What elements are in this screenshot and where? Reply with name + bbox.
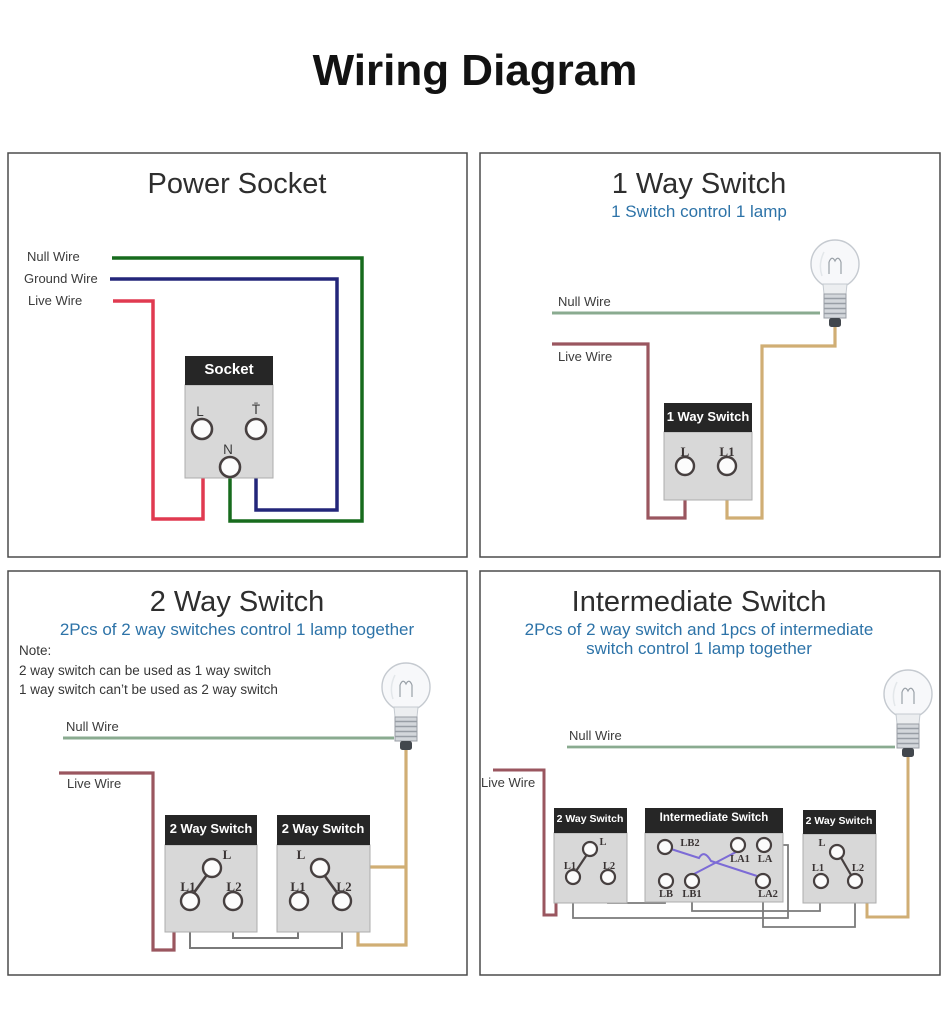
null-wire-label-1way: Null Wire: [558, 294, 611, 309]
live-wire-label-2way: Live Wire: [67, 776, 122, 791]
intermediate-header-label: Intermediate Switch: [659, 812, 769, 824]
live-wire-label-intermediate: Live Wire: [481, 775, 536, 790]
panel-border-1-way-switch: [479, 152, 941, 558]
2way-left-l-label: L: [222, 847, 232, 862]
2way-right-l-label: L: [296, 847, 306, 862]
intermediate-terminal-lb2: [656, 838, 674, 856]
live-wire-path-socket: [113, 299, 205, 521]
2way-right-l2-label: L2: [336, 879, 352, 894]
int-left-header-label: 2 Way Switch: [556, 813, 624, 825]
cross-wire-lb1-la1: [693, 851, 737, 875]
int-left-terminal-l2: [599, 868, 617, 886]
intermediate-terminal-lb: [657, 872, 675, 890]
2way-note-line-2: 1 way switch can’t be used as 2 way swit…: [19, 682, 278, 697]
socket-terminal-n: [218, 455, 242, 479]
intermediate-title: Intermediate Switch: [571, 586, 827, 618]
live-wire-label-socket: Live Wire: [28, 293, 83, 308]
int-right-l-label: L: [818, 838, 826, 849]
intermediate-la2-label: LA2: [758, 889, 778, 900]
null-wire-path-socket: [112, 256, 364, 523]
intermediate-lb1-label: LB1: [682, 889, 702, 900]
1way-header-label: 1 Way Switch: [666, 409, 750, 424]
int-left-l-label: L: [599, 837, 607, 848]
1way-subtitle: 1 Switch control 1 lamp: [611, 202, 787, 221]
null-wire-label-2way: Null Wire: [66, 719, 119, 734]
intermediate-terminal-la2: [754, 872, 772, 890]
int-right-lever: [839, 855, 852, 876]
intermediate-terminal-la: [755, 836, 773, 854]
null-wire-label-intermediate: Null Wire: [569, 728, 622, 743]
int-right-terminal-l1: [812, 872, 830, 890]
2way-subtitle: 2Pcs of 2 way switches control 1 lamp to…: [59, 620, 415, 639]
intermediate-subtitle-1: 2Pcs of 2 way switch and 1pcs of interme…: [524, 620, 874, 639]
panel-border-intermediate-switch: [479, 570, 941, 976]
2way-right-header-label: 2 Way Switch: [281, 821, 365, 836]
cross-wire-lb2-la2: [670, 848, 758, 877]
intermediate-la1-label: LA1: [730, 854, 750, 865]
int-right-l1-label: L1: [811, 863, 825, 874]
int-left-terminal-l: [581, 840, 599, 858]
2way-title: 2 Way Switch: [149, 586, 325, 618]
live-wire-path-1way: [552, 342, 687, 520]
panel-border-2-way-switch: [7, 570, 468, 976]
ground-wire-label-socket: Ground Wire: [24, 271, 98, 286]
strap-wire-la2-l2: [762, 887, 856, 928]
int-right-header-label: 2 Way Switch: [805, 815, 873, 827]
int-right-terminal-l: [828, 843, 846, 861]
2way-right-terminal-l1: [288, 890, 310, 912]
2way-right-l1-label: L1: [290, 879, 306, 894]
socket-terminal-n-label: N: [223, 442, 233, 457]
socket-header-label: Socket: [204, 361, 254, 378]
2way-left-header-label: 2 Way Switch: [169, 821, 253, 836]
lamp-wire-path-1way: [725, 326, 837, 520]
power-socket-title: Power Socket: [147, 168, 327, 200]
1way-title: 1 Way Switch: [611, 168, 787, 200]
int-left-terminal-l1: [564, 868, 582, 886]
int-left-l1-label: L1: [563, 861, 577, 872]
1way-switch-header-bar: [664, 403, 752, 432]
intermediate-lb-label: LB: [658, 889, 674, 900]
intermediate-terminal-la1: [729, 836, 747, 854]
intermediate-lb2-label: LB2: [680, 838, 700, 849]
panel-border-power-socket: [7, 152, 468, 558]
int-left-l2-label: L2: [602, 861, 616, 872]
2way-note-line-1: 2 way switch can be used as 1 way switch: [19, 663, 272, 678]
page-title: Wiring Diagram: [312, 46, 638, 95]
2way-left-header-bar: [165, 815, 257, 845]
1way-terminal-l-label: L: [680, 444, 690, 459]
int-right-header-bar: [803, 810, 876, 834]
ground-wire-path-socket: [110, 277, 339, 512]
socket-terminal-t-label: T̄: [251, 402, 261, 417]
1way-terminal-l1-label: L1: [719, 444, 735, 459]
intermediate-header-bar: [645, 808, 783, 833]
1way-terminal-l: [674, 455, 696, 477]
null-wire-label-socket: Null Wire: [27, 249, 80, 264]
int-right-l2-label: L2: [851, 863, 865, 874]
2way-left-terminal-l2: [222, 890, 244, 912]
intermediate-subtitle-2: switch control 1 lamp together: [586, 639, 812, 658]
2way-right-terminal-l2: [331, 890, 353, 912]
2way-right-terminal-l: [309, 857, 331, 879]
2way-note-heading: Note:: [19, 643, 52, 658]
socket-terminal-l-label: L: [196, 404, 204, 419]
intermediate-la-label: LA: [757, 854, 773, 865]
socket-header-bar: [185, 356, 273, 385]
socket-terminal-t: [244, 417, 268, 441]
2way-left-terminal-l: [201, 857, 223, 879]
socket-terminal-l: [190, 417, 214, 441]
intermediate-terminal-lb1: [683, 872, 701, 890]
1way-terminal-l1: [716, 455, 738, 477]
2way-left-terminal-l1: [179, 890, 201, 912]
int-left-header-bar: [554, 808, 627, 833]
bulb-intermediate: [883, 669, 933, 758]
2way-left-l1-label: L1: [180, 879, 196, 894]
2way-left-l2-label: L2: [226, 879, 242, 894]
live-wire-label-1way: Live Wire: [558, 349, 613, 364]
int-right-terminal-l2: [846, 872, 864, 890]
2way-right-header-bar: [277, 815, 370, 845]
